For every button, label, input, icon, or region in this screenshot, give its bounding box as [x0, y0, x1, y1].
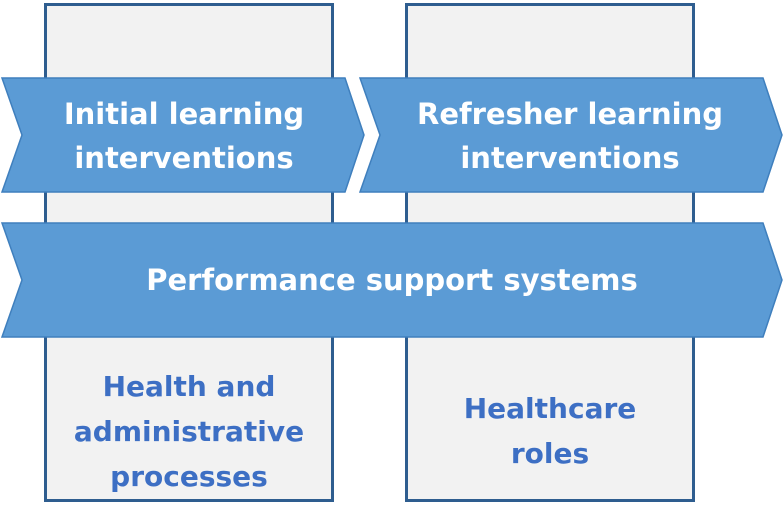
arrow-label-refresher-line-1: Refresher learning [416, 97, 724, 131]
column-label-right: Healthcare roles [408, 386, 692, 476]
column-label-left-line-2: administrative [73, 415, 305, 448]
arrow-label-initial-line-1: Initial learning [63, 97, 305, 131]
arrow-label-performance-support: Performance support systems [146, 263, 638, 297]
arrow-label-refresher-line-2: interventions [460, 141, 680, 175]
column-label-right-line-1: Healthcare [463, 392, 637, 425]
column-label-left-line-3: processes [110, 460, 268, 493]
column-label-left-line-1: Health and [102, 370, 276, 403]
column-label-left: Health and administrative processes [47, 364, 331, 499]
arrow-label-initial-learning: Initial learning interventions [44, 92, 324, 180]
arrow-label-initial-line-2: interventions [74, 141, 294, 175]
chevron-refresher-learning [358, 77, 783, 193]
chevron-performance-support [0, 222, 783, 338]
chevron-initial-learning [0, 77, 365, 193]
column-label-right-line-2: roles [510, 437, 590, 470]
arrow-label-refresher-learning: Refresher learning interventions [405, 92, 735, 180]
